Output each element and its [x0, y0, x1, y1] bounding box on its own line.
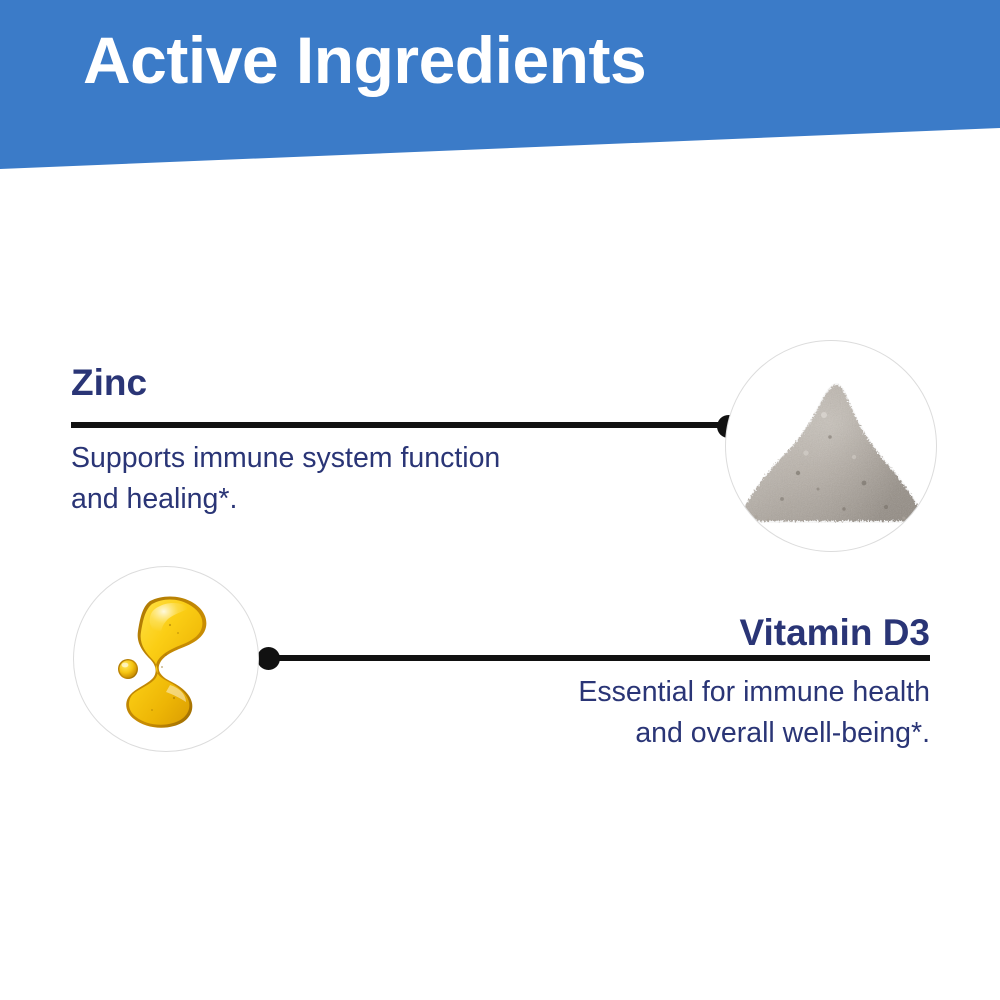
oil-droplet-small — [118, 659, 138, 679]
connector-dot-vitamin-d3 — [257, 647, 280, 670]
zinc-powder-illustration — [739, 383, 925, 523]
connector-line-vitamin-d3 — [268, 655, 930, 661]
page-title: Active Ingredients — [83, 23, 647, 97]
vitamin-d3-oil-photo — [73, 566, 259, 752]
ingredient-description-vitamin-d3: Essential for immune health and overall … — [578, 676, 930, 749]
ingredient-name-zinc: Zinc — [71, 362, 148, 403]
vitamin-d3-oil-illustration — [118, 596, 207, 728]
zinc-powder-photo — [725, 340, 937, 552]
connector-line-zinc — [71, 422, 733, 428]
ingredient-description-zinc: Supports immune system function and heal… — [71, 442, 501, 515]
ingredient-name-vitamin-d3: Vitamin D3 — [739, 612, 930, 653]
